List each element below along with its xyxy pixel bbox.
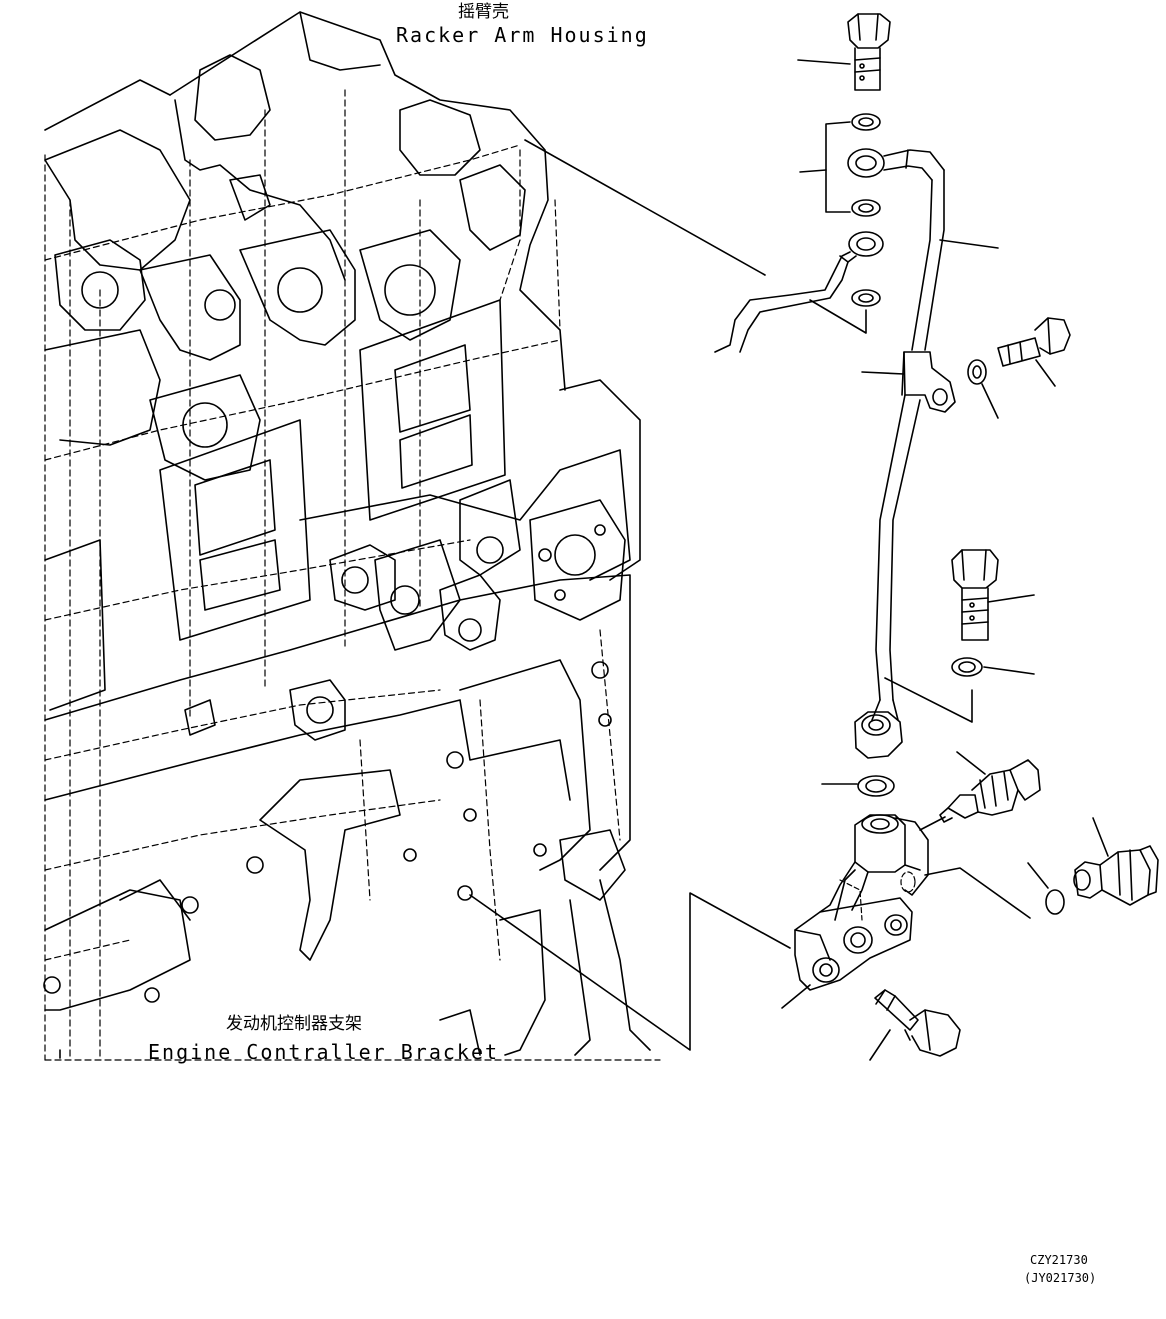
banjo-eye-top xyxy=(847,148,945,181)
valve-block xyxy=(794,814,929,991)
washer-4 xyxy=(951,657,983,677)
elbow-connector xyxy=(1073,845,1159,906)
washer-5 xyxy=(857,775,895,797)
pipe-clamp xyxy=(901,351,956,413)
pressure-sensor xyxy=(939,759,1041,823)
washer-1 xyxy=(851,113,881,131)
flange-bolt xyxy=(874,989,961,1057)
banjo-bolt-top xyxy=(847,13,891,91)
clamp-washer xyxy=(967,359,987,385)
oil-pipe xyxy=(871,169,945,721)
rocker-arm-housing-label-cn: 摇臂壳 xyxy=(458,2,509,22)
banjo-eye-lower xyxy=(854,711,903,759)
rocker-arm-housing-label-en: Racker Arm Housing xyxy=(396,23,649,47)
drawing-code-secondary: (JY021730) xyxy=(1024,1271,1097,1285)
washer-3 xyxy=(851,289,881,307)
engine-block xyxy=(43,11,651,1059)
drawing-code-primary: CZY21730 xyxy=(1030,1253,1088,1267)
washer-2 xyxy=(851,199,881,217)
banjo-bolt-lower xyxy=(951,549,999,641)
hidden-lines xyxy=(44,89,661,1061)
engine-controller-bracket-label-cn: 发动机控制器支架 xyxy=(226,1014,362,1034)
clamp-bolt xyxy=(997,317,1071,367)
o-ring xyxy=(1045,889,1065,915)
engine-controller-bracket-label-en: Engine Contraller Bracket xyxy=(148,1040,500,1064)
valve-block-hidden xyxy=(839,871,916,921)
